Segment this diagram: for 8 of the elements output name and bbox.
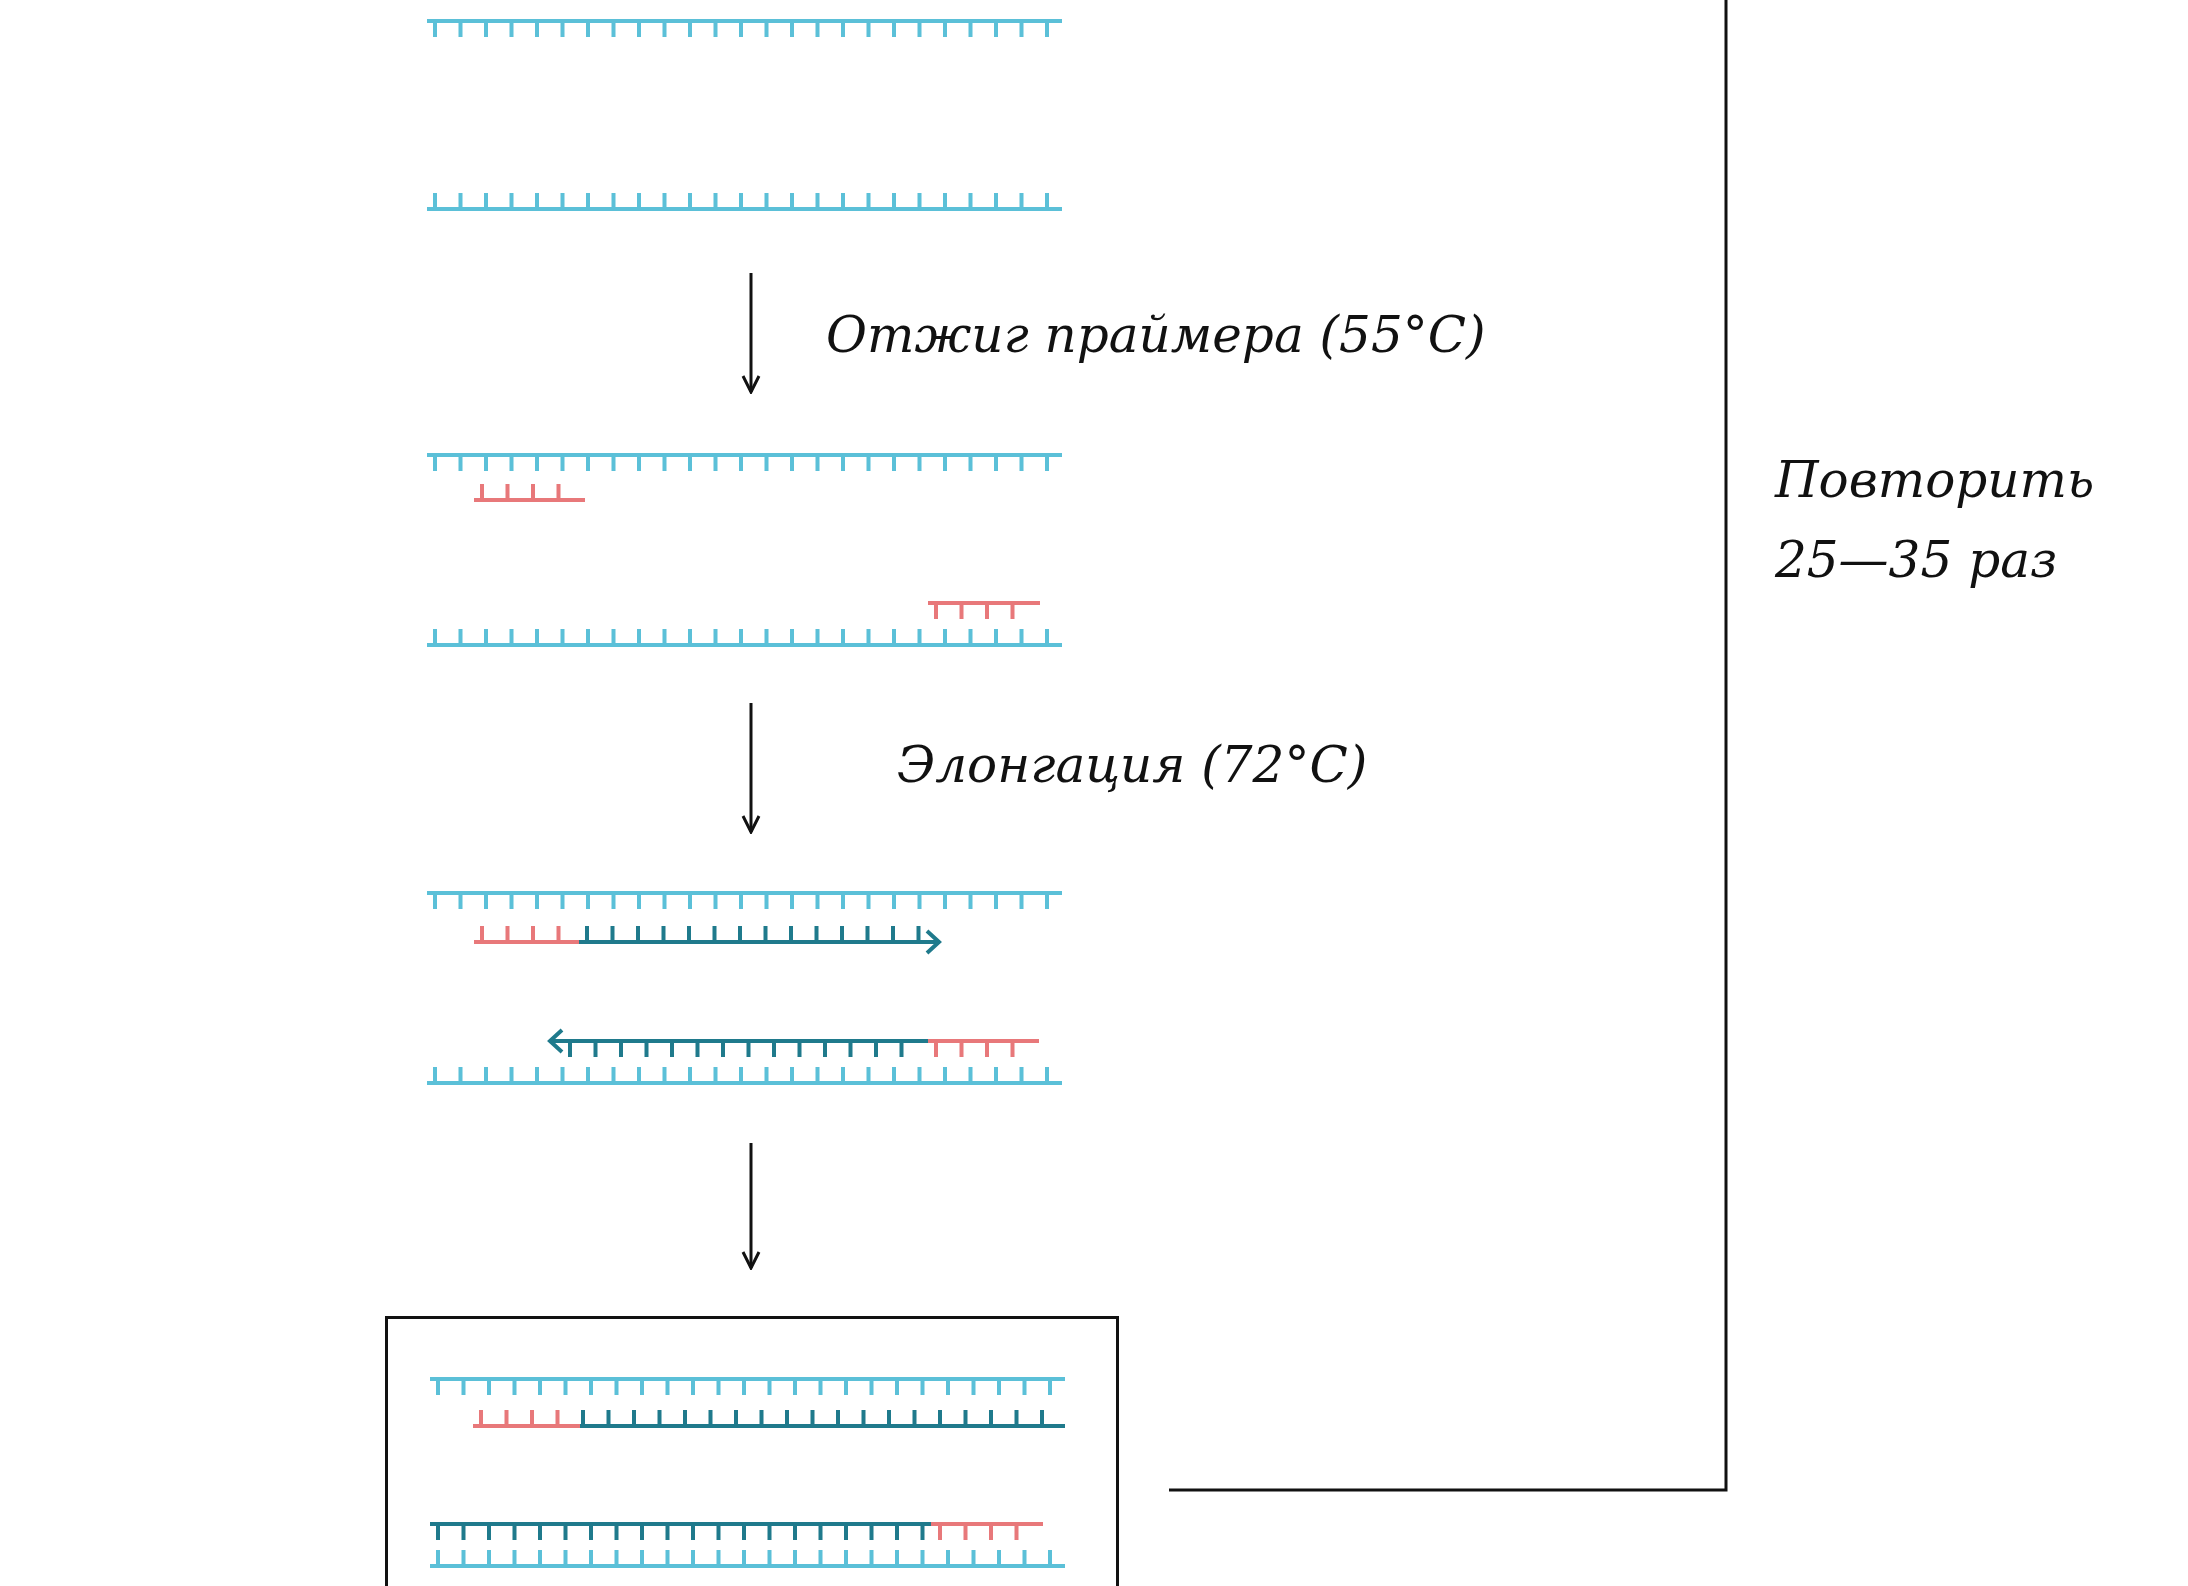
arrow bbox=[741, 1143, 761, 1270]
arrow bbox=[741, 273, 761, 394]
loop-line bbox=[1169, 0, 1728, 1492]
arrow bbox=[741, 703, 761, 834]
edge-label: Элонгация (72°C) bbox=[897, 735, 1368, 796]
edge-label: Отжиг праймера (55°C) bbox=[826, 305, 1486, 366]
edge-label: Повторить 25—35 раз bbox=[1775, 450, 2096, 591]
dna-result-box bbox=[385, 1316, 1119, 1586]
